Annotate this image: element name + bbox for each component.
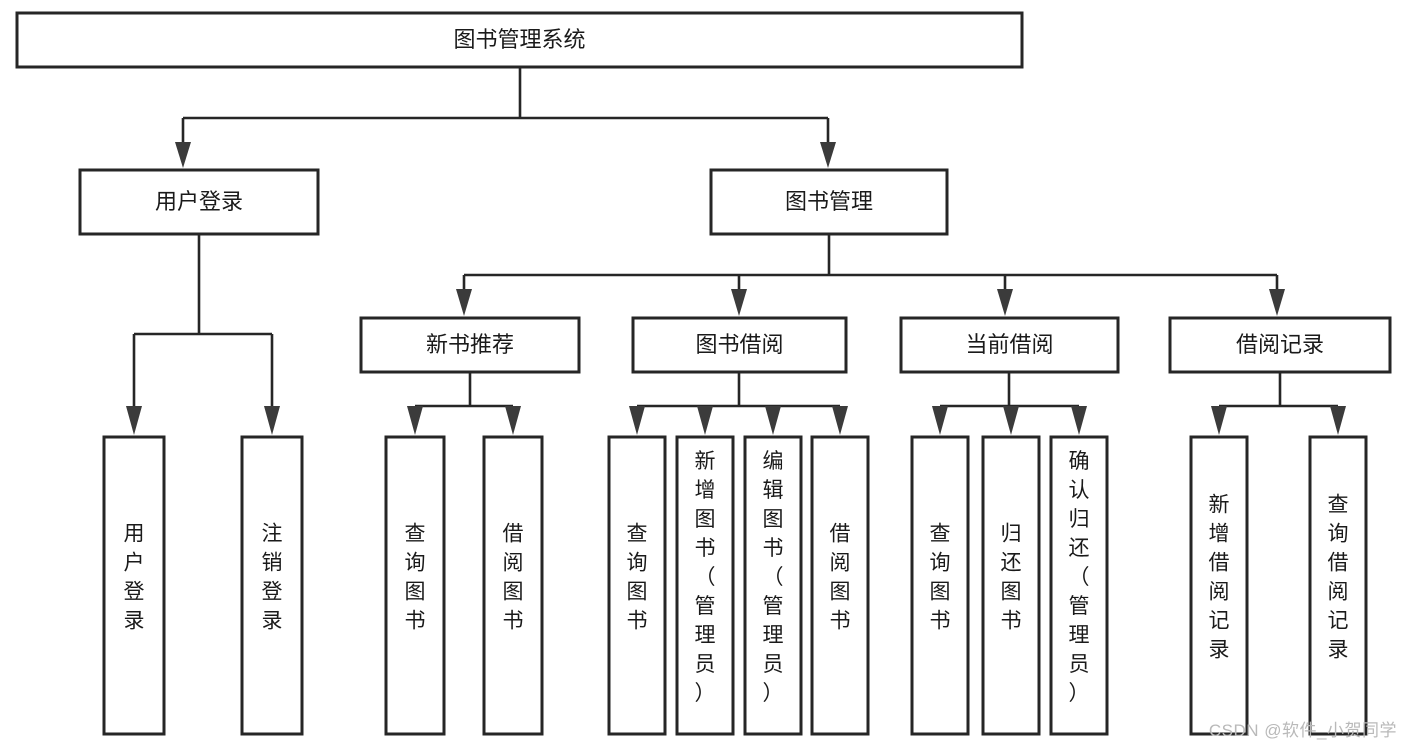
node-box xyxy=(1189,435,1249,736)
node-level2-新书推荐[interactable]: 新书推荐 xyxy=(359,316,581,374)
node-box xyxy=(631,316,848,374)
node-label: 新增图书（管理员） xyxy=(695,450,716,705)
node-label: 用户登录 xyxy=(124,523,145,633)
arrow-login-leaf-2 xyxy=(264,406,280,435)
node-box xyxy=(709,168,949,236)
node-leaf-9-归还图书[interactable]: 归还图书 xyxy=(981,435,1041,736)
node-box xyxy=(78,168,320,236)
node-level1-用户登录[interactable]: 用户登录 xyxy=(78,168,320,236)
arrow-current-leaf-3 xyxy=(1071,406,1087,435)
node-label: 注销登录 xyxy=(262,523,283,633)
node-leaf-1-注销登录[interactable]: 注销登录 xyxy=(240,435,304,736)
node-box xyxy=(240,435,304,736)
arrow-to-borrow xyxy=(731,289,747,316)
node-leaf-7-借阅图书[interactable]: 借阅图书 xyxy=(810,435,870,736)
node-label: 图书借阅 xyxy=(695,332,783,357)
node-box xyxy=(1308,435,1368,736)
node-level2-图书借阅[interactable]: 图书借阅 xyxy=(631,316,848,374)
node-label: 当前借阅 xyxy=(965,332,1053,357)
node-layer: 图书管理系统用户登录图书管理新书推荐图书借阅当前借阅借阅记录用户登录注销登录查询… xyxy=(15,11,1392,736)
arrow-to-current xyxy=(997,289,1013,316)
node-label: 图书管理系统 xyxy=(453,27,585,52)
node-label: 查询图书 xyxy=(627,523,648,633)
node-level2-借阅记录[interactable]: 借阅记录 xyxy=(1168,316,1392,374)
arrow-newbook-leaf-2 xyxy=(505,406,521,435)
node-label: 归还图书 xyxy=(1001,523,1022,633)
node-box xyxy=(1168,316,1392,374)
arrow-borrow-leaf-2 xyxy=(697,406,713,435)
node-label: 图书管理 xyxy=(785,189,873,214)
node-label: 用户登录 xyxy=(155,189,243,214)
arrow-record-leaf-1 xyxy=(1211,406,1227,435)
node-box xyxy=(15,11,1024,69)
node-box xyxy=(607,435,667,736)
node-leaf-5-新增图书管理员[interactable]: 新增图书（管理员） xyxy=(675,435,735,736)
node-box xyxy=(910,435,970,736)
arrow-to-bookmgmt xyxy=(820,142,836,168)
node-leaf-2-查询图书[interactable]: 查询图书 xyxy=(384,435,446,736)
arrow-to-login xyxy=(175,142,191,168)
node-leaf-0-用户登录[interactable]: 用户登录 xyxy=(102,435,166,736)
node-box xyxy=(482,435,544,736)
node-leaf-6-编辑图书管理员[interactable]: 编辑图书（管理员） xyxy=(743,435,803,736)
node-box xyxy=(384,435,446,736)
node-leaf-3-借阅图书[interactable]: 借阅图书 xyxy=(482,435,544,736)
node-label: 确认归还（管理员） xyxy=(1069,450,1090,705)
node-box xyxy=(359,316,581,374)
arrow-borrow-leaf-4 xyxy=(832,406,848,435)
node-box xyxy=(675,435,735,736)
node-leaf-11-新增借阅记录[interactable]: 新增借阅记录 xyxy=(1189,435,1249,736)
node-leaf-4-查询图书[interactable]: 查询图书 xyxy=(607,435,667,736)
node-label: 借阅图书 xyxy=(503,523,524,633)
node-level1-图书管理[interactable]: 图书管理 xyxy=(709,168,949,236)
node-label: 借阅记录 xyxy=(1236,332,1324,357)
arrow-login-leaf-1 xyxy=(126,406,142,435)
node-leaf-8-查询图书[interactable]: 查询图书 xyxy=(910,435,970,736)
node-level2-当前借阅[interactable]: 当前借阅 xyxy=(899,316,1120,374)
node-box xyxy=(743,435,803,736)
node-label: 借阅图书 xyxy=(830,523,851,633)
node-box xyxy=(981,435,1041,736)
arrow-newbook-leaf-1 xyxy=(407,406,423,435)
node-root-图书管理系统[interactable]: 图书管理系统 xyxy=(15,11,1024,69)
arrow-borrow-leaf-1 xyxy=(629,406,645,435)
arrow-current-leaf-1 xyxy=(932,406,948,435)
node-label: 编辑图书（管理员） xyxy=(763,450,784,705)
connector-layer xyxy=(126,67,1346,435)
arrow-to-newbook xyxy=(456,289,472,316)
node-box xyxy=(1049,435,1109,736)
node-label: 查询图书 xyxy=(405,523,426,633)
node-leaf-12-查询借阅记录[interactable]: 查询借阅记录 xyxy=(1308,435,1368,736)
node-leaf-10-确认归还管理员[interactable]: 确认归还（管理员） xyxy=(1049,435,1109,736)
arrow-current-leaf-2 xyxy=(1003,406,1019,435)
node-box xyxy=(899,316,1120,374)
node-label: 查询借阅记录 xyxy=(1328,494,1349,662)
arrow-record-leaf-2 xyxy=(1330,406,1346,435)
node-label: 新增借阅记录 xyxy=(1209,494,1230,662)
arrow-borrow-leaf-3 xyxy=(765,406,781,435)
arrow-to-record xyxy=(1269,289,1285,316)
node-box xyxy=(102,435,166,736)
csdn-watermark: CSDN @软件_小贺同学 xyxy=(1208,721,1397,740)
node-label: 查询图书 xyxy=(930,523,951,633)
node-box xyxy=(810,435,870,736)
node-label: 新书推荐 xyxy=(426,332,514,357)
